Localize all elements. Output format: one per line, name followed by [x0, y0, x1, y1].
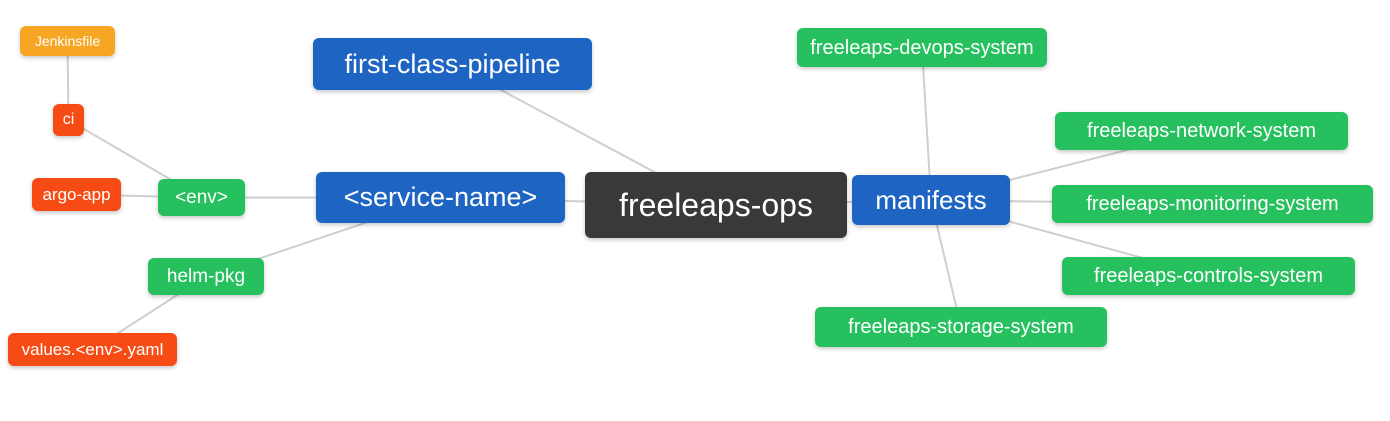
mindmap-node-first-class-pipeline[interactable]: first-class-pipeline [313, 38, 592, 90]
edge-manifests-freeleaps-devops-system [921, 47, 932, 201]
mindmap-node-freeleaps-network-system[interactable]: freeleaps-network-system [1055, 112, 1348, 150]
mindmap-node-jenkinsfile[interactable]: Jenkinsfile [20, 26, 115, 56]
mindmap-node-manifests[interactable]: manifests [852, 175, 1010, 225]
mindmap-node-freeleaps-monitoring-system[interactable]: freeleaps-monitoring-system [1052, 185, 1373, 223]
mindmap-node-argo-app[interactable]: argo-app [32, 178, 121, 211]
mindmap-node-freeleaps-ops[interactable]: freeleaps-ops [585, 172, 847, 238]
mindmap-node-service-name[interactable]: <service-name> [316, 172, 565, 223]
mindmap-node-env[interactable]: <env> [158, 179, 245, 216]
mindmap-node-ci[interactable]: ci [53, 104, 84, 136]
mindmap-node-values-env-yaml[interactable]: values.<env>.yaml [8, 333, 177, 366]
mindmap-node-freeleaps-storage-system[interactable]: freeleaps-storage-system [815, 307, 1107, 347]
mindmap-node-helm-pkg[interactable]: helm-pkg [148, 258, 264, 295]
mindmap-node-freeleaps-controls-system[interactable]: freeleaps-controls-system [1062, 257, 1355, 295]
mindmap-node-freeleaps-devops-system[interactable]: freeleaps-devops-system [797, 28, 1047, 67]
